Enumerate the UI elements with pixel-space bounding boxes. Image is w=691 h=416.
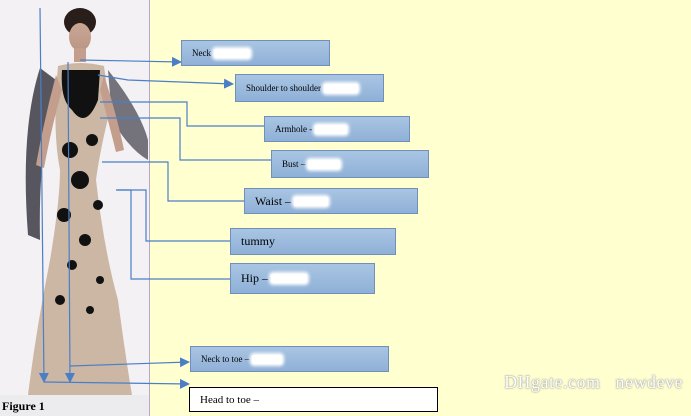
redacted-value (324, 83, 358, 93)
bust-label: Bust – (271, 150, 429, 178)
watermark-seller: newdeve (615, 372, 683, 392)
dress-photo (0, 0, 150, 416)
neck-label: Neck (181, 40, 330, 66)
redacted-value (252, 354, 283, 364)
redacted-value (294, 196, 329, 206)
watermark-brand: DHgate.com (504, 372, 601, 392)
armhole-label: Armhole - (264, 116, 410, 142)
redacted-value (214, 48, 250, 58)
watermark: DHgate.com newdeve (504, 372, 683, 393)
hip-label: Hip – (230, 263, 375, 294)
head-to-toe-label: Head to toe – (189, 387, 438, 412)
redacted-value (271, 274, 307, 283)
dress-model-illustration (0, 8, 149, 416)
redacted-value (315, 124, 348, 134)
redacted-value (308, 159, 341, 169)
neck-to-toe-label: Neck to toe – (190, 346, 389, 372)
waist-label: Waist – (244, 188, 418, 214)
tummy-label: tummy (230, 228, 396, 255)
shoulder-label: Shoulder to shoulder (235, 74, 384, 102)
figure-caption: Figure 1 (2, 399, 45, 413)
